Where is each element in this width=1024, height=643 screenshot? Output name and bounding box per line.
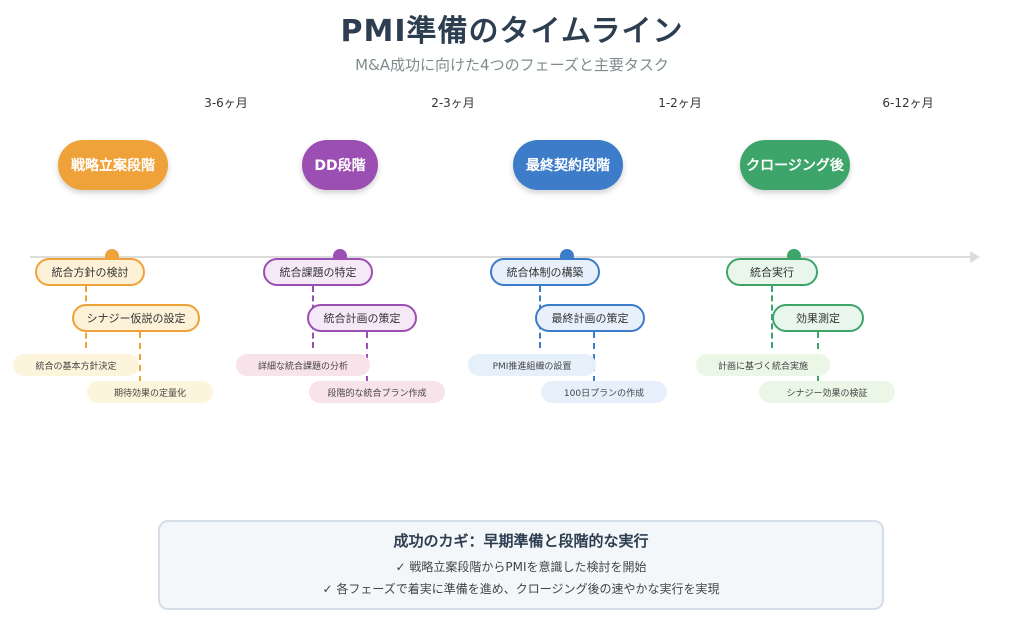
phase-duration: 3-6ヶ月: [204, 96, 248, 110]
detail-note: シナジー効果の検証: [759, 381, 895, 403]
task-pill: 統合課題の特定: [263, 258, 373, 286]
detail-note: 100日プランの作成: [541, 381, 667, 403]
task-pill: シナジー仮説の設定: [72, 304, 200, 332]
connector: [139, 332, 141, 382]
connector: [593, 332, 595, 382]
detail-note: 段階的な統合プラン作成: [309, 381, 445, 403]
key-title: 成功のカギ：早期準備と段階的な実行: [393, 532, 649, 550]
task-pill: 統合計画の策定: [307, 304, 417, 332]
page-title: PMI準備のタイムライン: [340, 14, 684, 49]
task-pill: 統合方針の検討: [35, 258, 145, 286]
task-pill: 統合実行: [726, 258, 818, 286]
phase-duration: 2-3ヶ月: [431, 96, 475, 110]
page-subtitle: M&A成功に向けた4つのフェーズと主要タスク: [355, 56, 669, 74]
phase-dd: DD段階: [302, 140, 378, 190]
task-pill: 統合体制の構築: [490, 258, 600, 286]
task-pill: 効果測定: [772, 304, 864, 332]
phase-duration: 6-12ヶ月: [882, 96, 934, 110]
detail-note: 期待効果の定量化: [87, 381, 213, 403]
timeline-arrow-icon: [970, 251, 980, 263]
phase-strategy: 戦略立案段階: [58, 140, 168, 190]
phase-duration: 1-2ヶ月: [658, 96, 702, 110]
detail-note: PMI推進組織の設置: [468, 354, 596, 376]
detail-note: 統合の基本方針決定: [13, 354, 139, 376]
detail-note: 詳細な統合課題の分析: [236, 354, 370, 376]
key-box: 成功のカギ：早期準備と段階的な実行 ✓ 戦略立案段階からPMIを意識した検討を開…: [158, 520, 884, 610]
phase-final-contract: 最終契約段階: [513, 140, 623, 190]
detail-note: 計画に基づく統合実施: [696, 354, 830, 376]
timeline-axis: [30, 256, 972, 258]
key-point: ✓ 各フェーズで着実に準備を進め、クロージング後の速やかな実行を実現: [322, 582, 720, 596]
phase-post-closing: クロージング後: [740, 140, 850, 190]
key-point: ✓ 戦略立案段階からPMIを意識した検討を開始: [395, 560, 647, 574]
task-pill: 最終計画の策定: [535, 304, 645, 332]
